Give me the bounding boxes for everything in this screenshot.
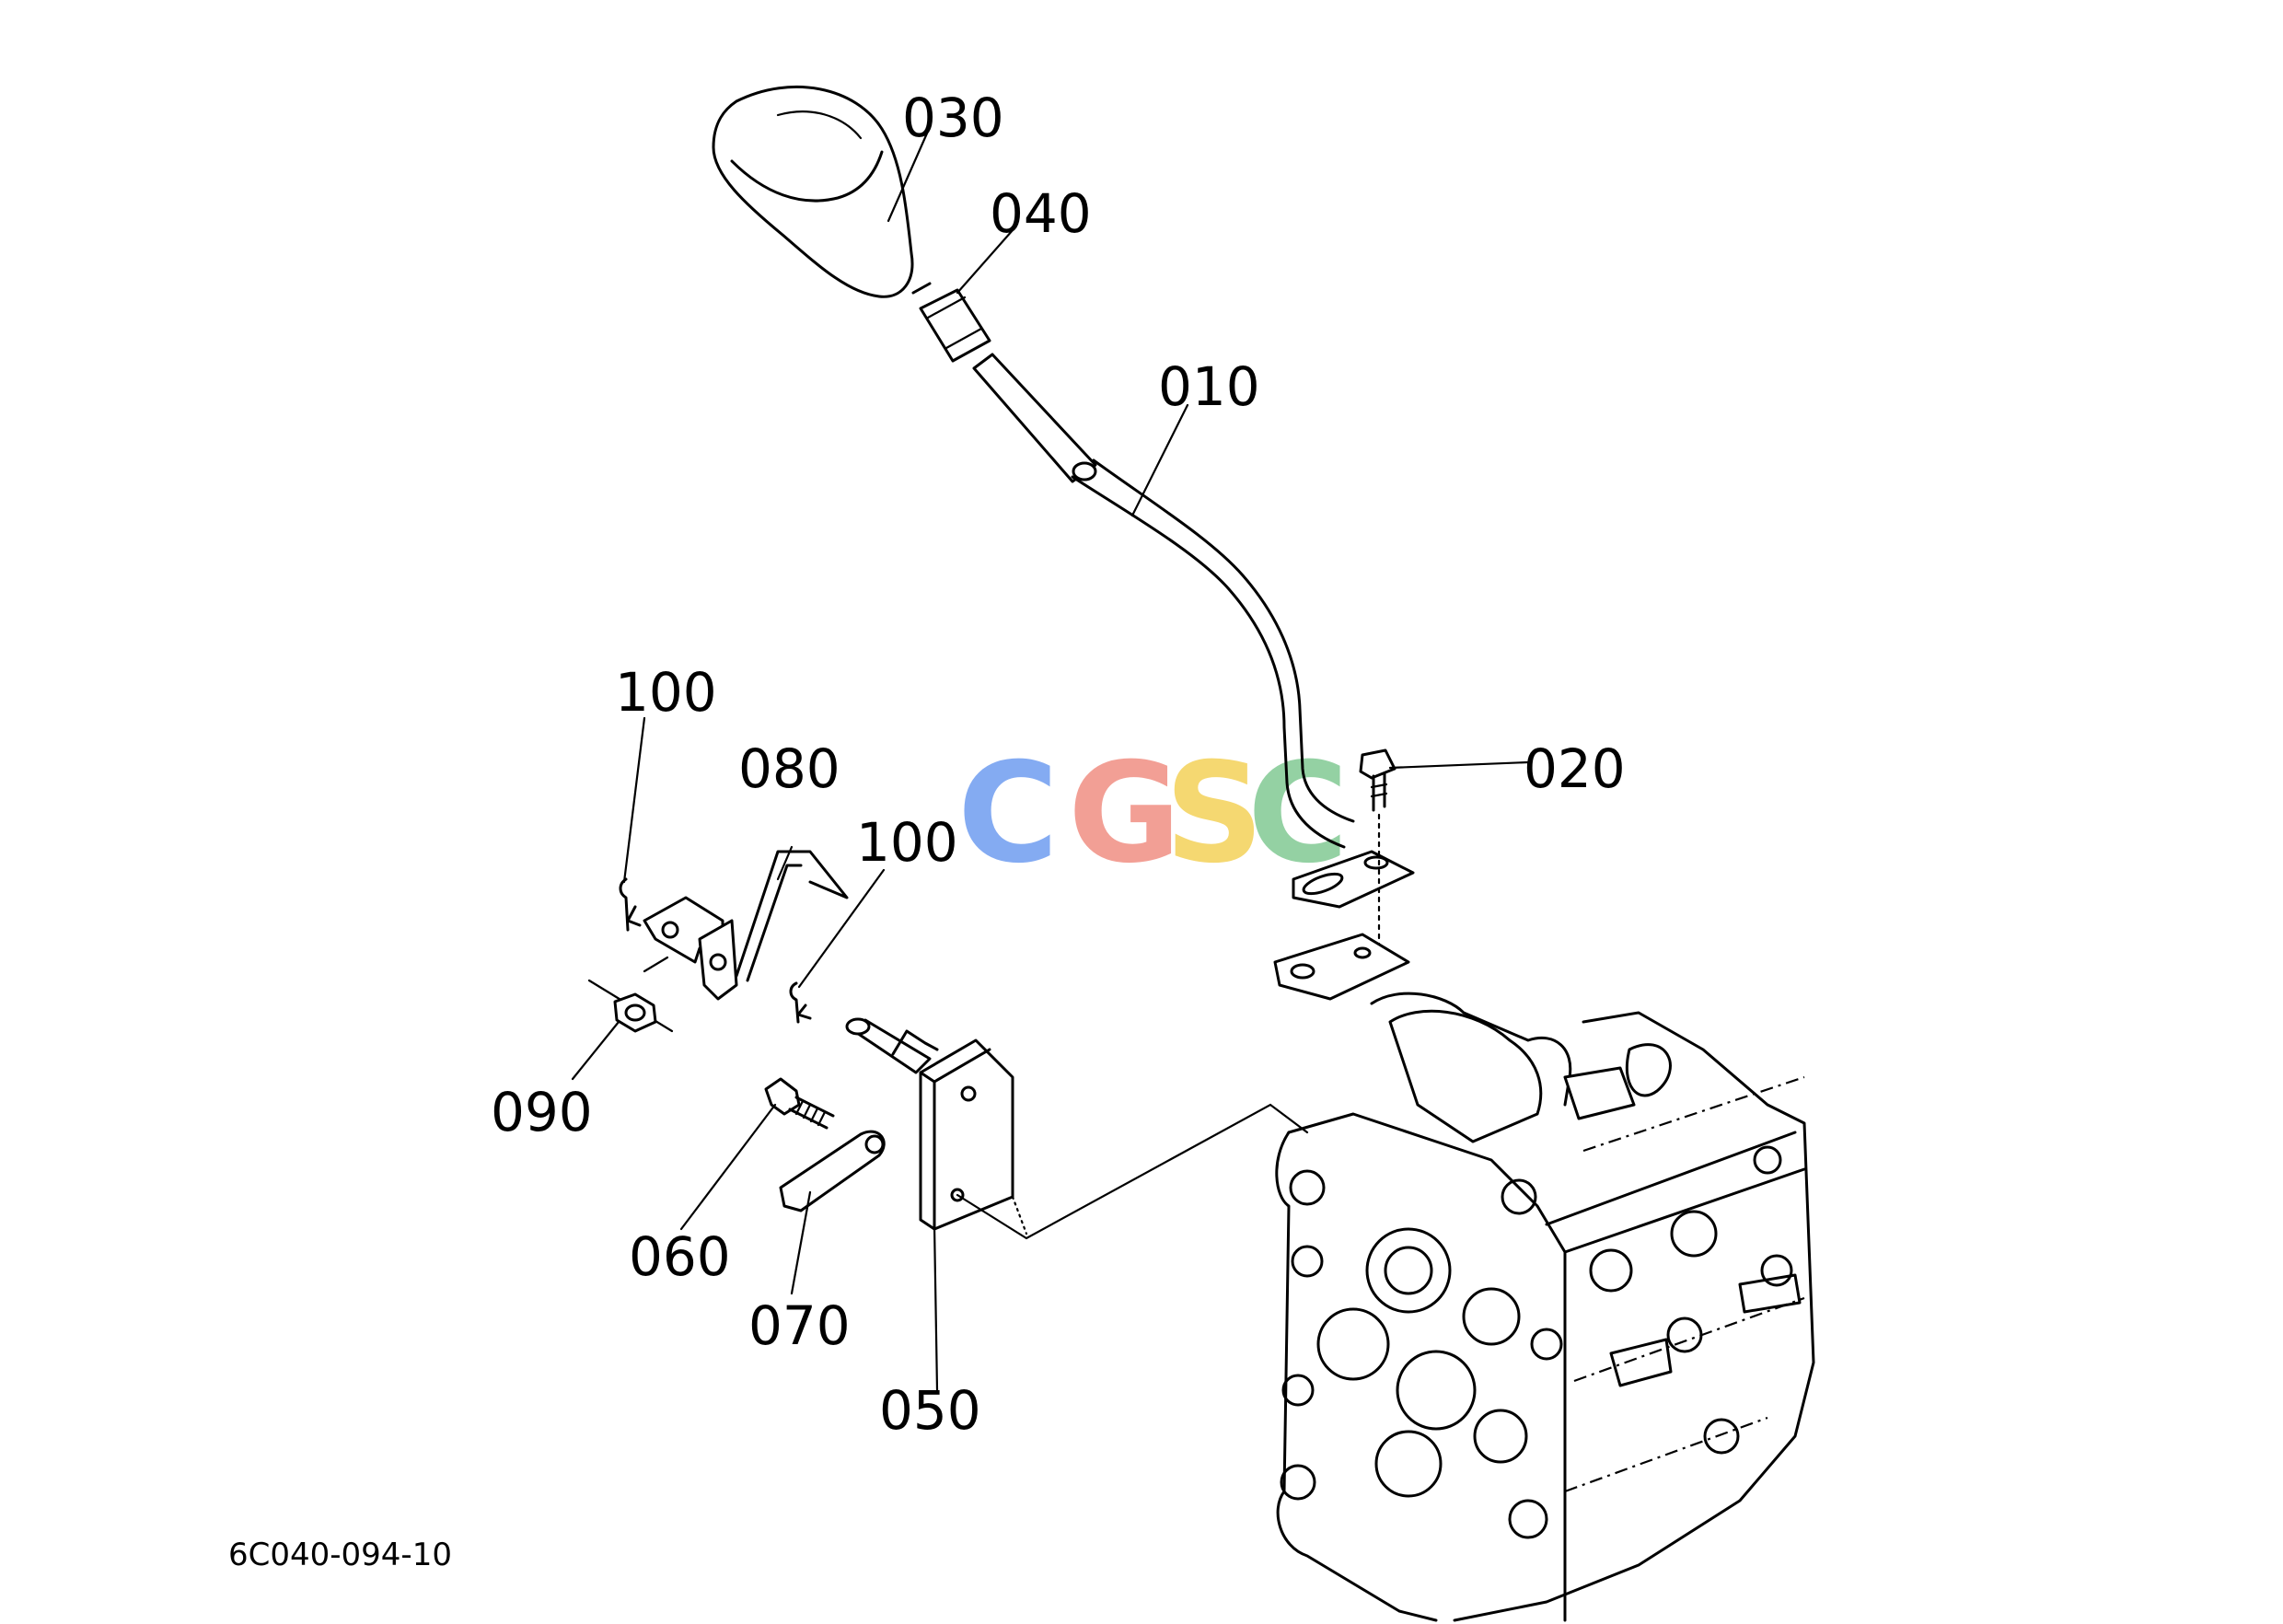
- callout-040: 040: [990, 182, 1092, 245]
- watermark-letter-c1: C: [957, 734, 1059, 894]
- drawing-code: 6C040-094-10: [228, 1537, 452, 1573]
- leader-lines: [571, 125, 1530, 1392]
- watermark-letter-g: G: [1068, 734, 1181, 894]
- part-bolt-060: [764, 1077, 835, 1130]
- callout-020: 020: [1524, 737, 1626, 800]
- watermark: C G S C: [957, 734, 1349, 894]
- part-pin-right: [789, 981, 812, 1024]
- watermark-letter-s: S: [1165, 734, 1264, 894]
- part-lever: [972, 353, 1415, 909]
- part-pin-left: [619, 877, 642, 932]
- callout-010: 010: [1158, 355, 1260, 418]
- part-collar: [911, 282, 991, 363]
- callout-100-right: 100: [856, 811, 958, 874]
- part-knob: [712, 85, 914, 298]
- part-link-plate: [779, 1130, 886, 1212]
- part-nut: [587, 956, 674, 1033]
- callout-050: 050: [879, 1379, 981, 1442]
- part-transmission: [1275, 992, 1815, 1622]
- part-bracket-plate: [845, 1017, 1309, 1240]
- callout-100-left: 100: [615, 661, 717, 724]
- part-shift-arm: [1273, 933, 1410, 1001]
- callout-070: 070: [748, 1294, 851, 1357]
- part-stay: [643, 850, 849, 1001]
- callout-090: 090: [491, 1081, 593, 1143]
- callout-060: 060: [629, 1225, 731, 1288]
- part-bolt-020: [1359, 748, 1396, 950]
- callout-080: 080: [738, 737, 840, 800]
- callout-030: 030: [902, 87, 1004, 149]
